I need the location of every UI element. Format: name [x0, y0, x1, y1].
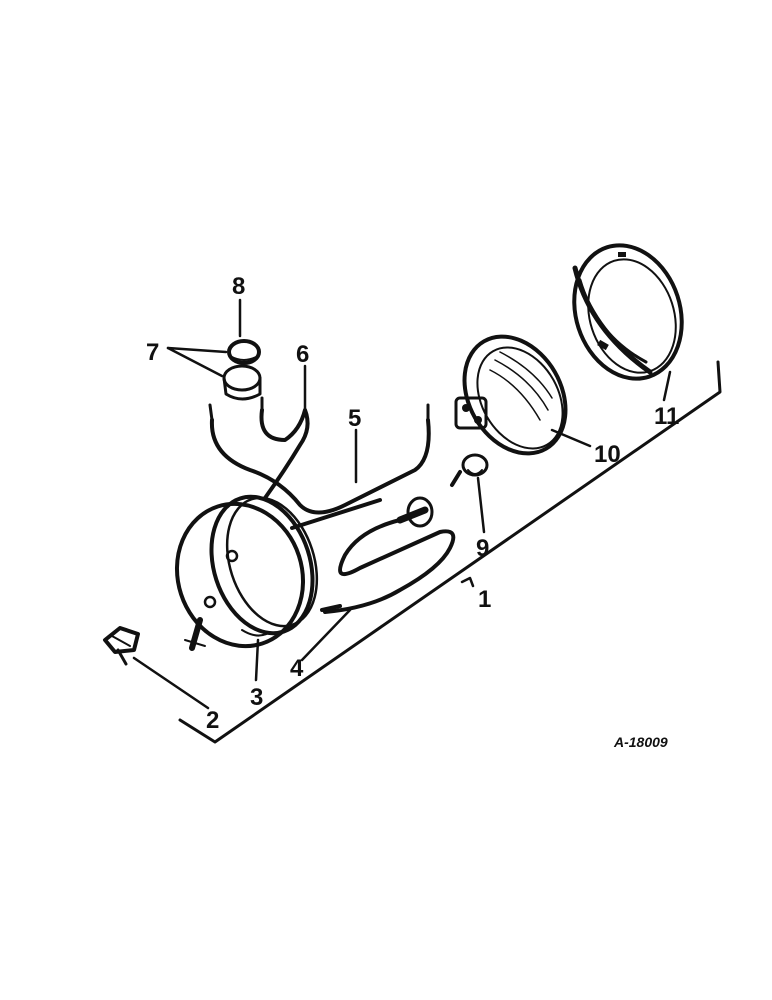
part-bulb: [450, 453, 489, 487]
assembly-bracket: [178, 360, 722, 744]
callout-8: 8: [232, 273, 245, 300]
callout-5: 5: [348, 405, 361, 432]
drawing-code: A-18009: [613, 734, 668, 750]
callout-11: 11: [654, 403, 679, 430]
part-mounting-clip: [103, 626, 140, 666]
callout-9: 9: [476, 535, 489, 562]
leader-lines: [132, 298, 672, 710]
part-housing: [174, 494, 319, 651]
callout-7: 7: [146, 339, 159, 366]
part-sealed-beam: [454, 334, 568, 456]
part-switch: [222, 339, 262, 401]
callout-6: 6: [296, 341, 309, 368]
part-long-wire: [208, 403, 431, 530]
callout-3: 3: [250, 684, 263, 711]
callout-1: 1: [478, 586, 491, 613]
callout-10: 10: [594, 441, 621, 468]
callout-4: 4: [290, 655, 304, 682]
part-switch-wire: [259, 396, 310, 500]
part-trim-ring: [572, 243, 684, 381]
part-lamp-wire: [320, 496, 456, 614]
callout-2: 2: [206, 707, 219, 734]
